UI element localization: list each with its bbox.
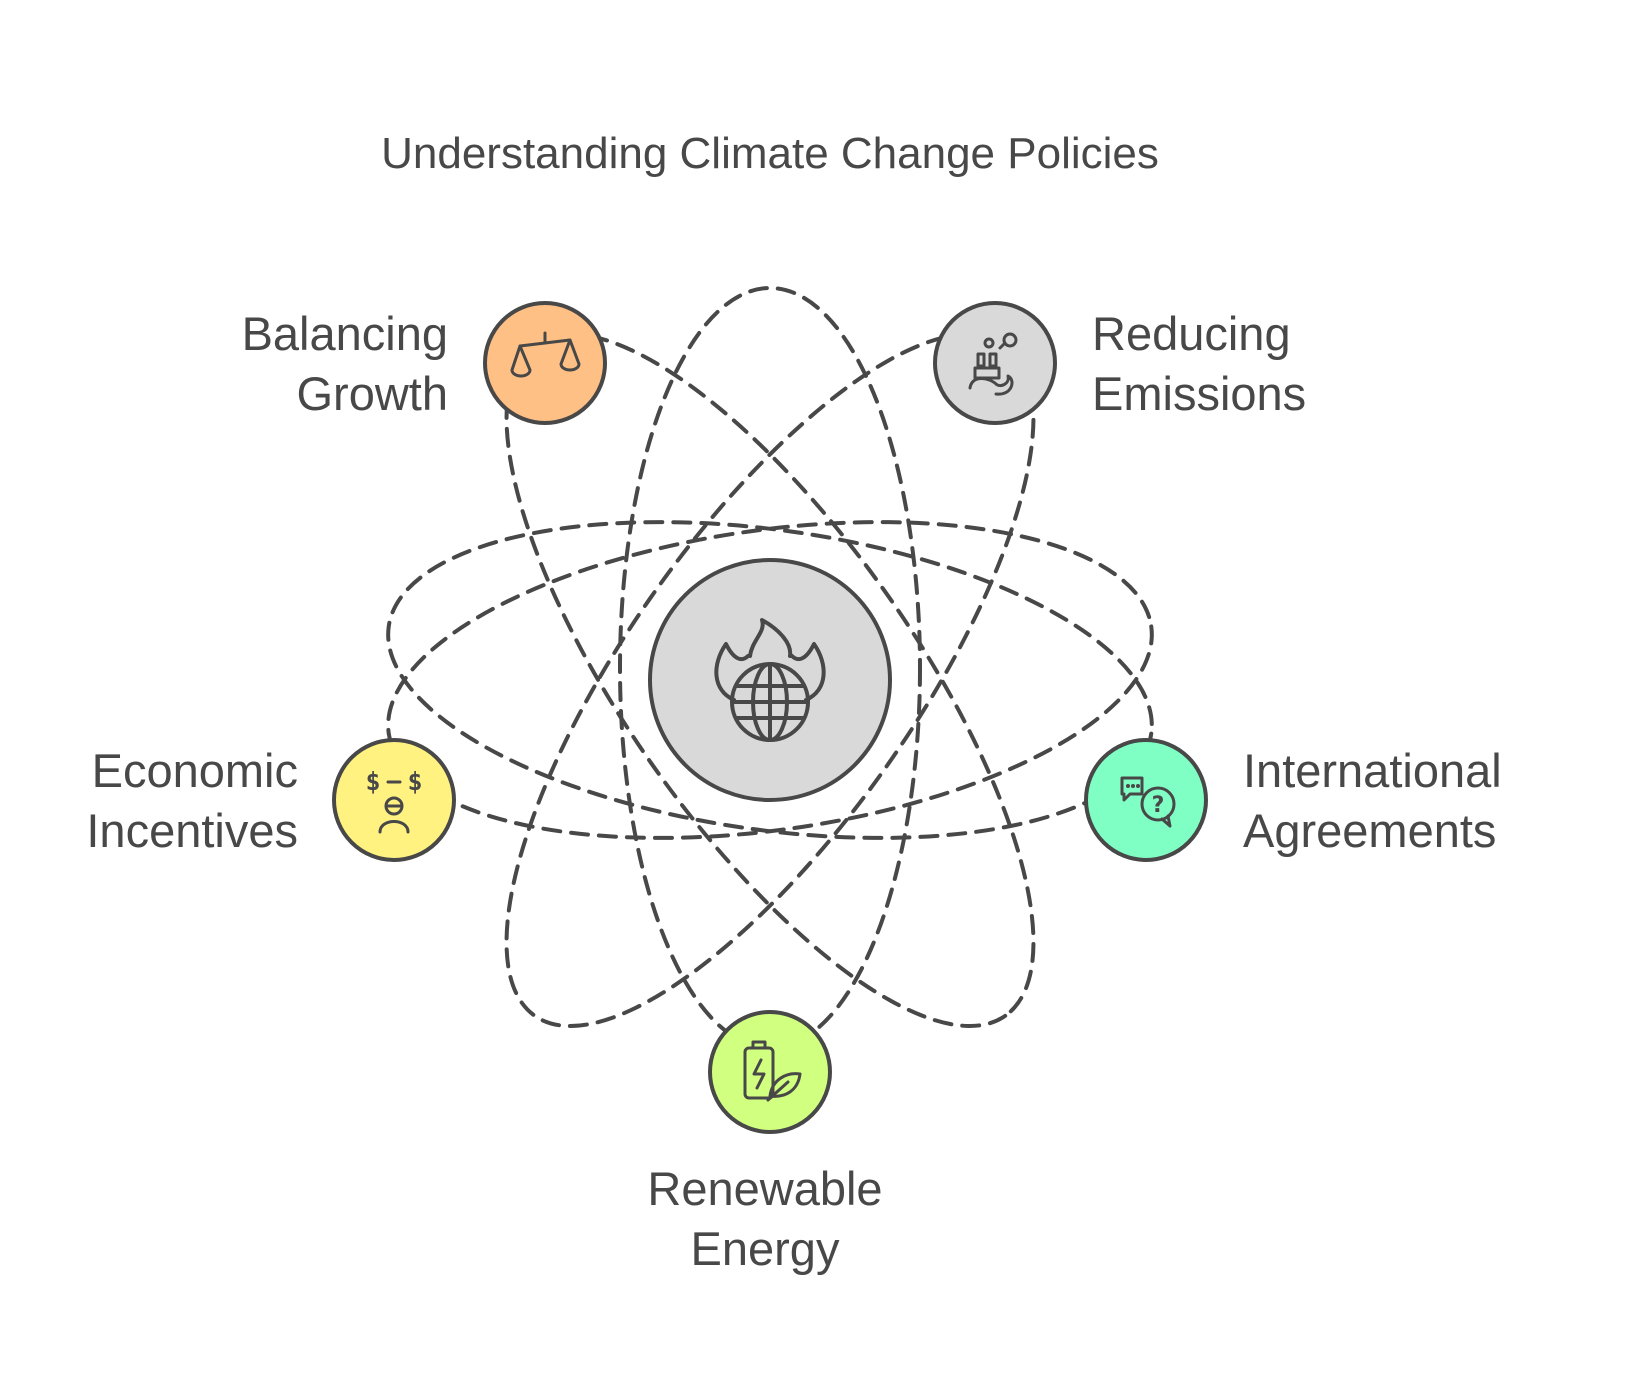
orbit-horizontal-tilted-down (386, 520, 1154, 840)
economic-incentives-label-line2: Incentives (86, 804, 298, 857)
node-economic-incentives: $ $ Economic Incentives (86, 738, 456, 862)
money-person-icon: $ $ (365, 767, 423, 834)
node-reducing-emissions: Reducing Emissions (933, 301, 1306, 425)
renewable-energy-label-line2: Energy (691, 1222, 840, 1275)
balancing-growth-label-line2: Growth (297, 367, 449, 420)
economic-incentives-circle (332, 738, 456, 862)
international-agreements-label-line2: Agreements (1243, 804, 1496, 857)
reducing-emissions-label-line1: Reducing (1092, 307, 1291, 360)
svg-text:$: $ (365, 767, 380, 796)
center-node (648, 558, 892, 802)
diagram-title: Understanding Climate Change Policies (381, 129, 1159, 178)
renewable-energy-circle (708, 1010, 832, 1134)
economic-incentives-label-line1: Economic (92, 744, 298, 797)
reducing-emissions-label-line2: Emissions (1092, 367, 1306, 420)
factory-emissions-icon (968, 332, 1018, 396)
node-balancing-growth: Balancing Growth (242, 301, 607, 425)
balance-scale-icon (510, 331, 581, 378)
chat-bubbles-icon: ? (1120, 776, 1176, 828)
burning-globe-icon (714, 618, 826, 742)
international-agreements-label-line1: International (1243, 744, 1502, 797)
battery-leaf-icon (743, 1040, 802, 1102)
balancing-growth-circle (483, 301, 607, 425)
node-renewable-energy: Renewable Energy (647, 1010, 883, 1275)
orbit-horizontal-tilted-up (386, 520, 1154, 840)
international-agreements-circle (1084, 738, 1208, 862)
orbit-diagonal-left (504, 332, 1036, 1028)
balancing-growth-label-line1: Balancing (242, 307, 448, 360)
node-international-agreements: ? International Agreements (1084, 738, 1502, 862)
renewable-energy-label-line1: Renewable (647, 1162, 882, 1215)
svg-text:?: ? (1152, 793, 1165, 818)
svg-text:$: $ (407, 767, 422, 796)
